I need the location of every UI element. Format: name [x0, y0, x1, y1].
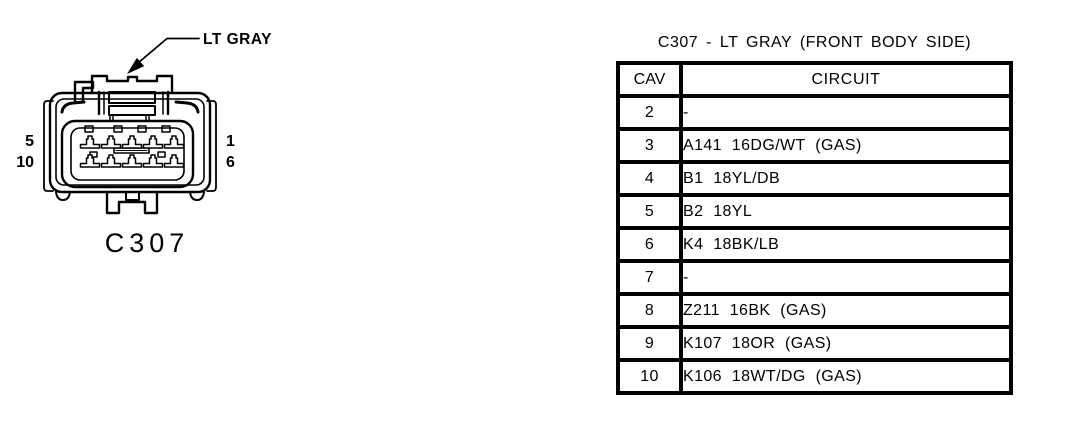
cav-cell: 5: [618, 195, 681, 228]
side-flange-left: [43, 100, 54, 192]
cav-cell: 8: [618, 294, 681, 327]
pin-label-left-top: 5: [25, 133, 34, 150]
index-hole: [161, 125, 171, 133]
table-row: 6 K4 18BK/LB: [618, 228, 1011, 261]
connector-outer-shell: [48, 91, 212, 194]
circuit-cell: A141 16DG/WT (GAS): [681, 129, 1011, 162]
index-hole: [113, 125, 123, 133]
callout-leader-line: [137, 37, 200, 64]
index-hole: [84, 125, 94, 133]
col-header-cav: CAV: [618, 63, 681, 96]
table-row: 2 -: [618, 96, 1011, 129]
latch-cap: [90, 74, 174, 94]
circuit-cell: B2 18YL: [681, 195, 1011, 228]
table-title: C307 - LT GRAY (FRONT BODY SIDE): [657, 34, 972, 51]
pin-label-right-bottom: 6: [226, 154, 235, 171]
table-row: 10 K106 18WT/DG (GAS): [618, 360, 1011, 393]
index-hole: [157, 151, 166, 158]
color-callout-label: LT GRAY: [203, 31, 272, 48]
side-flange-right: [206, 100, 217, 192]
terminal-pin: [100, 135, 122, 149]
cav-cell: 6: [618, 228, 681, 261]
connector-drawing: [43, 37, 217, 215]
table-row: 4 B1 18YL/DB: [618, 162, 1011, 195]
pin-label-right-top: 1: [226, 133, 235, 150]
pinout-table-section: C307 - LT GRAY (FRONT BODY SIDE) CAV CIR…: [616, 32, 1013, 395]
corner-detail-left: [60, 100, 86, 114]
terminal-pin: [100, 154, 122, 168]
table-header-row: CAV CIRCUIT: [618, 63, 1011, 96]
circuit-cell: K4 18BK/LB: [681, 228, 1011, 261]
cavity-outer: [60, 119, 195, 189]
latch-window-lower: [108, 105, 156, 116]
terminal-pin: [121, 135, 143, 149]
cav-cell: 4: [618, 162, 681, 195]
cav-cell: 10: [618, 360, 681, 393]
bottom-bracket-notch: [125, 191, 140, 201]
terminal-pin: [142, 135, 164, 149]
connector-id-label: C307: [105, 228, 190, 258]
col-header-circuit: CIRCUIT: [681, 63, 1011, 96]
circuit-cell: B1 18YL/DB: [681, 162, 1011, 195]
terminal-pin: [163, 135, 185, 149]
circuit-cell: -: [681, 96, 1011, 129]
connector-figure: LT GRAY 5 10 1 6 C307: [16, 31, 272, 258]
pinout-table: CAV CIRCUIT 2 - 3 A141 16DG/WT (GAS) 4 B…: [616, 61, 1013, 395]
table-row: 9 K107 18OR (GAS): [618, 327, 1011, 360]
bottom-bump-left: [55, 191, 71, 201]
circuit-cell: Z211 16BK (GAS): [681, 294, 1011, 327]
index-holes-top: [84, 125, 171, 133]
index-hole: [137, 125, 147, 133]
latch-hook: [73, 80, 95, 103]
table-row: 5 B2 18YL: [618, 195, 1011, 228]
callout-arrowhead-icon: [127, 57, 145, 74]
bottom-bracket: [105, 190, 159, 215]
cav-cell: 7: [618, 261, 681, 294]
cav-cell: 2: [618, 96, 681, 129]
circuit-cell: K106 18WT/DG (GAS): [681, 360, 1011, 393]
terminal-pin: [79, 135, 101, 149]
table-row: 8 Z211 16BK (GAS): [618, 294, 1011, 327]
pin-label-left-bottom: 10: [16, 154, 34, 171]
terminal-pin: [121, 154, 143, 168]
cav-cell: 9: [618, 327, 681, 360]
cavity-inner: [70, 127, 185, 181]
bottom-bump-right: [189, 191, 205, 201]
connector-inner-shell: [55, 98, 205, 186]
table-row: 3 A141 16DG/WT (GAS): [618, 129, 1011, 162]
circuit-cell: K107 18OR (GAS): [681, 327, 1011, 360]
corner-detail-right: [174, 100, 200, 114]
table-row: 7 -: [618, 261, 1011, 294]
cav-cell: 3: [618, 129, 681, 162]
latch-legs: [109, 114, 150, 122]
terminal-pin: [163, 154, 185, 168]
circuit-cell: -: [681, 261, 1011, 294]
